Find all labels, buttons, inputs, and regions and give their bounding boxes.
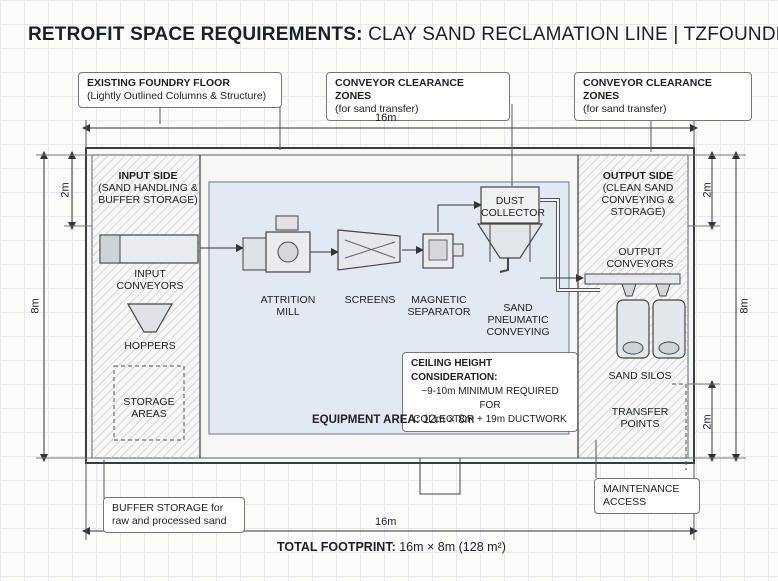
pneumatic-l2: PNEUMATIC xyxy=(487,314,549,326)
output-side-l3: CONVEYING & xyxy=(601,194,675,206)
dust-l2: COLLECTOR xyxy=(481,207,545,219)
input-side-l2: (SAND HANDLING & xyxy=(98,182,198,194)
magnetic-l1: MAGNETIC xyxy=(411,294,467,306)
input-conveyors-label: INPUT CONVEYORS xyxy=(104,268,196,292)
input-conveyors-l2: CONVEYORS xyxy=(116,280,184,292)
conveyor-left-heading: CONVEYOR CLEARANCE ZONES xyxy=(335,77,464,102)
equipment-area-label: EQUIPMENT AREA: 12m × 8m xyxy=(312,414,474,426)
hopper-shape xyxy=(126,303,174,333)
sand-pneumatic-label: SAND PNEUMATIC CONVEYING xyxy=(478,302,558,338)
dim-left-main: 8m xyxy=(29,298,42,314)
ceiling-heading: CEILING HEIGHT CONSIDERATION: xyxy=(411,358,498,383)
maintenance-line2: ACCESS xyxy=(603,496,647,508)
conveyor-clearance-callout-left: CONVEYOR CLEARANCE ZONES (for sand trans… xyxy=(326,72,510,121)
ceiling-height-callout: CEILING HEIGHT CONSIDERATION: ~9-10m MIN… xyxy=(402,352,578,432)
transfer-l1: TRANSFER xyxy=(611,406,669,418)
title-bold: RETROFIT SPACE REQUIREMENTS: xyxy=(28,24,363,45)
existing-floor-callout: EXISTING FOUNDRY FLOOR (Lightly Outlined… xyxy=(78,72,282,108)
dim-top: 16m xyxy=(375,112,397,124)
silo-shape-2 xyxy=(652,299,686,359)
conveyor-clearance-callout-right: CONVEYOR CLEARANCE ZONES (for sand trans… xyxy=(574,72,752,121)
maintenance-access-callout: MAINTENANCE ACCESS xyxy=(594,478,700,514)
buffer-storage-callout: BUFFER STORAGE for raw and processed san… xyxy=(103,497,245,533)
output-conveyors-l2: CONVEYORS xyxy=(606,258,674,270)
buffer-line2: raw and processed sand xyxy=(112,515,227,527)
storage-l2: AREAS xyxy=(131,408,167,420)
dim-left-top: 2m xyxy=(59,182,72,198)
attrition-l1: ATTRITION xyxy=(260,294,316,306)
storage-l1: STORAGE xyxy=(123,396,175,408)
transfer-l2: POINTS xyxy=(620,418,660,430)
dim-right-main: 8m xyxy=(738,298,751,314)
pneumatic-l1: SAND xyxy=(503,302,533,314)
sand-silos-label: SAND SILOS xyxy=(608,370,672,382)
attrition-l2: MILL xyxy=(276,306,300,318)
attrition-mill-label: ATTRITION MILL xyxy=(250,294,326,318)
dim-bottom: 16m xyxy=(375,516,397,528)
dust-collector-label: DUST COLLECTOR xyxy=(481,195,545,219)
title-rest: CLAY SAND RECLAMATION LINE | TZFOUNDRY xyxy=(362,24,778,45)
screens-label: SCREENS xyxy=(344,294,396,306)
magnetic-l2: SEPARATOR xyxy=(407,306,471,318)
buffer-line1: BUFFER STORAGE for xyxy=(112,502,224,514)
transfer-points-label: TRANSFER POINTS xyxy=(600,406,680,430)
footprint-key: TOTAL FOOTPRINT: xyxy=(277,540,396,554)
input-side-title: INPUT SIDE xyxy=(118,170,178,182)
dim-right-bottom: 2m xyxy=(701,414,714,430)
silo-shape-1 xyxy=(616,299,650,359)
hoppers-label: HOPPERS xyxy=(124,340,176,352)
equipment-area-value: 12m × 8m xyxy=(419,414,475,426)
page-title: RETROFIT SPACE REQUIREMENTS: CLAY SAND R… xyxy=(28,24,778,46)
existing-floor-sub: (Lightly Outlined Columns & Structure) xyxy=(87,90,267,102)
output-side-l2: (CLEAN SAND xyxy=(602,182,674,194)
input-side-l3: BUFFER STORAGE) xyxy=(98,194,198,206)
dust-l1: DUST xyxy=(495,195,525,207)
output-side-label: OUTPUT SIDE (CLEAN SAND CONVEYING & STOR… xyxy=(586,170,690,218)
output-side-l4: STORAGE) xyxy=(610,206,666,218)
input-conveyors-l1: INPUT xyxy=(134,268,166,280)
magnetic-separator-label: MAGNETIC SEPARATOR xyxy=(402,294,476,318)
storage-area-shape xyxy=(113,365,185,441)
existing-floor-heading: EXISTING FOUNDRY FLOOR xyxy=(87,77,230,89)
pneumatic-l3: CONVEYING xyxy=(486,326,550,338)
dim-right-top: 2m xyxy=(701,182,714,198)
footprint-value: 16m × 8m (128 m²) xyxy=(395,540,506,554)
maintenance-line1: MAINTENANCE xyxy=(603,483,680,495)
ceiling-line2: COLLECTOR + 19m DUCTWORK xyxy=(413,414,567,425)
output-conveyors-l1: OUTPUT xyxy=(618,246,662,258)
ceiling-line1: ~9-10m MINIMUM REQUIRED FOR xyxy=(421,386,559,411)
storage-areas-label: STORAGE AREAS xyxy=(114,396,184,420)
equipment-area-key: EQUIPMENT AREA: xyxy=(312,414,420,426)
output-side-title: OUTPUT SIDE xyxy=(602,170,674,182)
conveyor-right-sub: (for sand transfer) xyxy=(583,103,667,115)
conveyor-left-sub: (for sand transfer) xyxy=(335,103,419,115)
input-side-label: INPUT SIDE (SAND HANDLING & BUFFER STORA… xyxy=(96,170,200,206)
conveyor-right-heading: CONVEYOR CLEARANCE ZONES xyxy=(583,77,712,102)
output-conveyors-label: OUTPUT CONVEYORS xyxy=(594,246,686,270)
total-footprint: TOTAL FOOTPRINT: 16m × 8m (128 m²) xyxy=(277,540,506,554)
